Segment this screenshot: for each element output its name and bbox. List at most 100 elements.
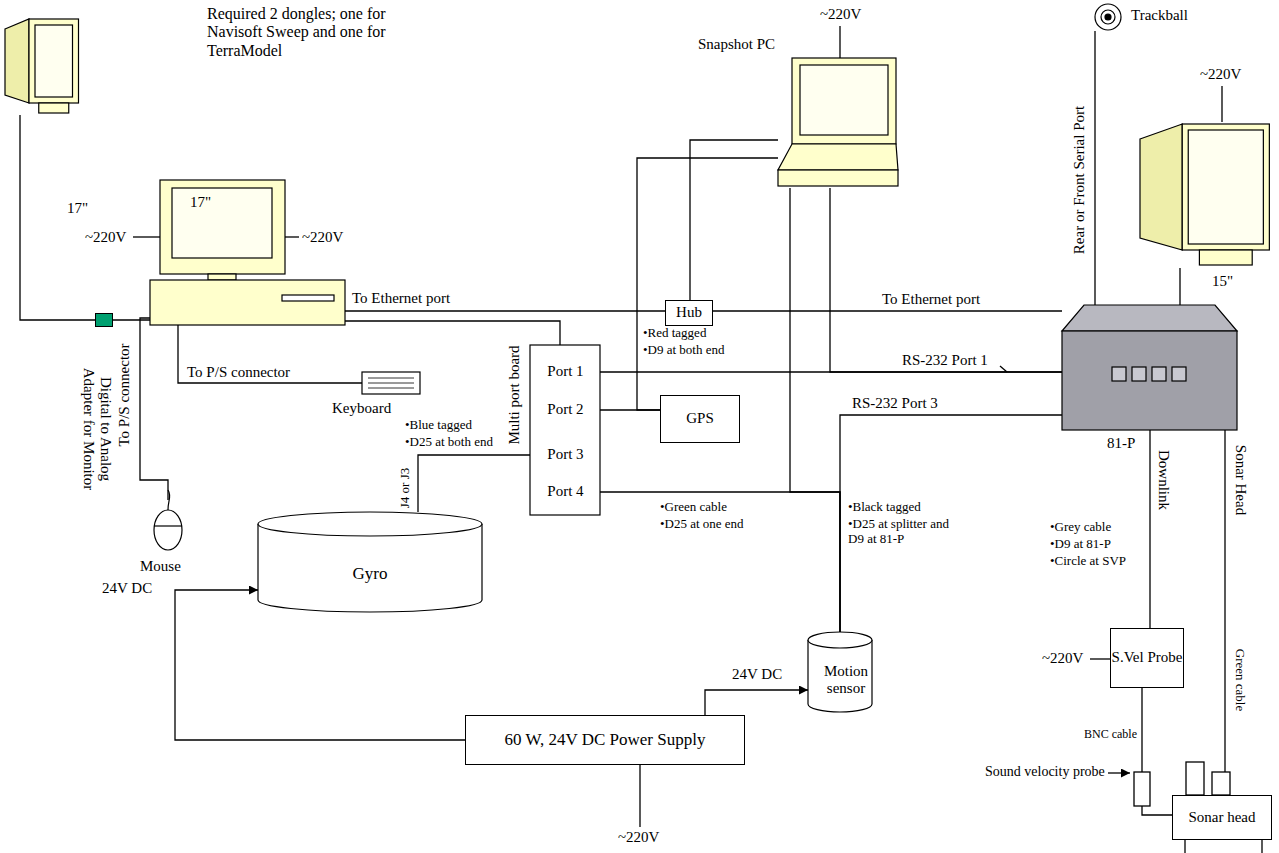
laptop-screen	[800, 65, 888, 135]
power-lead	[639, 765, 640, 827]
multiport-board: Multi port boardPort 1Port 2Port 3Port 4	[505, 345, 602, 515]
power-lead	[133, 236, 160, 237]
power-lead	[839, 26, 840, 58]
node-text: Port 1	[547, 363, 583, 380]
unit-front	[1062, 331, 1237, 430]
cable-connector	[790, 188, 840, 632]
leader-arrow	[1108, 772, 1130, 773]
laptop-base	[778, 144, 898, 170]
node-text: Gyro	[353, 564, 388, 584]
note-label: •D9 at 81-P	[1050, 537, 1111, 552]
cable-label: To P/S connector	[116, 341, 133, 448]
note-label: J4 or J3	[398, 468, 413, 508]
key-row	[368, 383, 414, 384]
cable-connector	[1094, 31, 1095, 305]
cable-connector	[140, 318, 168, 500]
port-slot: Port 3	[533, 441, 598, 469]
laptop-icon-drawing	[778, 58, 898, 188]
node-caption: Keyboard	[332, 400, 391, 417]
note-label: •Black tagged	[848, 500, 921, 515]
gyro-cylinder: Gyro	[258, 512, 482, 612]
note-label: •D25 at one end	[660, 517, 744, 532]
mouse-cord	[168, 490, 170, 510]
trackball-icon: Trackball	[1093, 3, 1123, 31]
cylinder-top	[808, 632, 872, 648]
trackball-ball	[1105, 14, 1111, 20]
port-slot: Port 4	[533, 478, 598, 506]
note-label: •Green cable	[660, 500, 727, 515]
cylinder-top	[258, 512, 482, 536]
sonar-processor: 81-P	[1062, 305, 1237, 430]
note-label: •Circle at SVP	[1050, 554, 1126, 569]
power-lead	[285, 236, 299, 237]
cable-connector	[113, 319, 150, 320]
note-label: •Red tagged	[643, 326, 706, 341]
cable-label: To Ethernet port	[350, 290, 452, 307]
node-text: Port 3	[547, 446, 583, 463]
mouse-body	[154, 510, 182, 550]
gyro-cylinder-drawing	[258, 512, 482, 612]
monitor-back	[5, 19, 29, 103]
node-text: S.Vel Probe	[1112, 649, 1183, 666]
node-text: Port 4	[547, 483, 583, 500]
cable-connector	[598, 492, 840, 632]
probe-box: S.Vel Probe	[1110, 628, 1184, 688]
motion-sensor: Motion sensor	[808, 632, 884, 712]
workstation-pc-drawing	[150, 180, 345, 325]
monitor-stand	[1199, 250, 1252, 265]
laptop-lid	[792, 58, 896, 144]
unit-indicator	[1172, 367, 1186, 381]
note-label: ~220V	[302, 229, 343, 246]
keyboard-body	[362, 372, 420, 394]
note-label: •D9 at both end	[643, 343, 724, 358]
power-lead	[1221, 86, 1222, 122]
keyboard-icon: Keyboard	[362, 372, 420, 394]
unit-indicator	[1152, 367, 1166, 381]
cable-label: RS-232 Port 1	[900, 352, 990, 369]
keyboard-icon-drawing	[362, 372, 420, 394]
hub-box: Hub	[665, 300, 713, 326]
node-caption: 15"	[1212, 273, 1233, 290]
cable-connector	[178, 325, 362, 383]
laptop-front	[778, 170, 898, 186]
mouse-icon-drawing	[148, 500, 188, 555]
cable-connector	[418, 455, 533, 512]
cable-connector	[1224, 430, 1225, 795]
cable-connector	[345, 310, 665, 311]
mount-pole	[1184, 840, 1185, 853]
monitor-screen	[1188, 130, 1263, 244]
mouse-icon: Mouse	[148, 500, 188, 555]
note-label: ~220V	[1200, 66, 1241, 83]
node-text: Motion sensor	[808, 663, 884, 698]
key-row	[368, 388, 414, 389]
note-label: •D25 at both end	[405, 435, 493, 450]
cable-label: 24V DC	[100, 580, 154, 597]
node-text: Sonar head	[1188, 809, 1255, 826]
node-text: Port 2	[547, 401, 583, 418]
sound-velocity-probe	[1134, 772, 1150, 806]
laptop-icon: Snapshot PC	[778, 58, 898, 188]
cable-connector	[840, 415, 1062, 632]
port-slot: Port 1	[533, 358, 598, 386]
gps-box: GPS	[660, 395, 740, 443]
cable-label: Downlink	[1154, 448, 1171, 512]
unit-indicator	[1112, 367, 1126, 381]
node-caption: 17"	[67, 200, 88, 217]
monitor-back	[1140, 124, 1182, 250]
monitor-stand	[208, 274, 236, 280]
note-label: •Blue tagged	[405, 418, 472, 433]
key-row	[368, 378, 414, 379]
node-text: 60 W, 24V DC Power Supply	[505, 730, 706, 750]
cable-label: To Ethernet port	[880, 291, 982, 308]
monitor-icon-drawing	[5, 15, 80, 115]
cable-label: RS-232 Port 3	[850, 395, 940, 412]
port-slot: Port 2	[533, 396, 598, 424]
board-outline	[530, 345, 600, 515]
note-label: •D25 at splitter and D9 at 81-P	[848, 517, 966, 547]
cable-label: BNC cable	[1082, 728, 1139, 742]
sonar-processor-drawing	[1062, 305, 1237, 430]
trackball-ring	[1101, 10, 1115, 24]
cable-connector	[1149, 430, 1150, 628]
switch-mark	[1000, 366, 1007, 372]
workstation-pc: 17"	[150, 180, 345, 325]
